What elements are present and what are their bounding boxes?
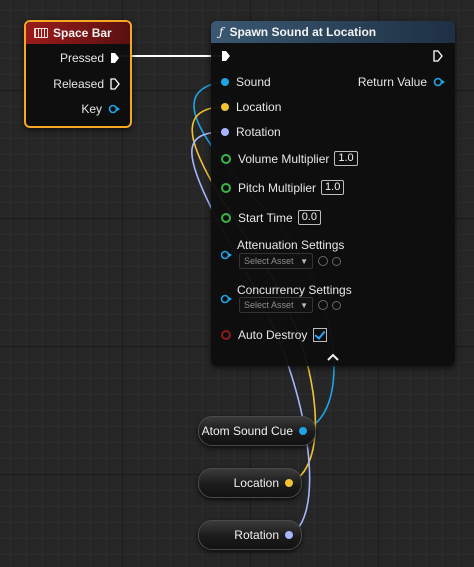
keyboard-icon: [34, 28, 48, 38]
rotation-variable[interactable]: Rotation: [198, 520, 302, 550]
rotation-row: Rotation: [221, 125, 281, 139]
volume-label: Volume Multiplier: [238, 151, 330, 166]
volume-row: Volume Multiplier 1.0: [221, 151, 358, 166]
spawn-sound-header[interactable]: ƒ Spawn Sound at Location: [211, 21, 455, 43]
location-variable[interactable]: Location: [198, 468, 302, 498]
rotation-variable-label: Rotation: [234, 528, 279, 542]
location-row: Location: [221, 100, 281, 114]
atom-sound-cue-variable[interactable]: Atom Sound Cue: [198, 416, 316, 446]
search-icon[interactable]: [332, 256, 341, 266]
auto-destroy-pin[interactable]: [221, 330, 231, 340]
start-time-input[interactable]: 0.0: [297, 210, 321, 225]
return-value-pin[interactable]: [433, 77, 445, 87]
sound-label: Sound: [236, 75, 271, 89]
exec-out-pin[interactable]: [433, 50, 443, 62]
space-bar-header[interactable]: Space Bar: [26, 22, 130, 44]
sound-pin[interactable]: [221, 78, 229, 86]
function-icon: ƒ: [219, 25, 224, 39]
concurrency-label: Concurrency Settings: [237, 283, 352, 297]
attenuation-select-asset[interactable]: Select Asset ▼: [239, 253, 313, 269]
key-struct-pin[interactable]: [108, 104, 120, 114]
attenuation-label: Attenuation Settings: [237, 238, 345, 252]
start-time-pin[interactable]: [221, 212, 231, 223]
attenuation-select-label: Select Asset: [244, 256, 294, 266]
rotation-label: Rotation: [236, 125, 281, 139]
pitch-label: Pitch Multiplier: [238, 180, 317, 195]
location-label: Location: [236, 100, 282, 114]
space-bar-node[interactable]: Space Bar Pressed Released Key: [24, 20, 132, 128]
concurrency-label-row: Concurrency Settings: [237, 283, 352, 297]
exec-in-pin[interactable]: [221, 50, 231, 62]
use-selected-icon[interactable]: [318, 256, 328, 266]
use-selected-icon[interactable]: [318, 300, 328, 310]
auto-destroy-checkbox[interactable]: [313, 328, 328, 342]
auto-destroy-label: Auto Destroy: [238, 328, 308, 342]
sound-row: Sound: [221, 75, 271, 89]
space-bar-title: Space Bar: [53, 26, 112, 40]
key-row: Key: [81, 102, 120, 116]
location-variable-label: Location: [233, 476, 279, 490]
checkmark-icon: [314, 328, 326, 340]
attenuation-asset-picker: Select Asset ▼: [239, 253, 341, 269]
pressed-row: Pressed: [60, 51, 120, 65]
auto-destroy-row: Auto Destroy: [221, 328, 328, 342]
pitch-pin[interactable]: [221, 182, 231, 193]
spawn-sound-title: Spawn Sound at Location: [229, 25, 377, 39]
rotation-pin[interactable]: [221, 128, 229, 136]
location-pin[interactable]: [221, 103, 229, 111]
volume-pin[interactable]: [221, 153, 231, 164]
return-value-label: Return Value: [357, 75, 427, 89]
atom-sound-cue-label: Atom Sound Cue: [201, 424, 293, 438]
start-time-row: Start Time 0.0: [221, 210, 321, 225]
released-exec-pin[interactable]: [110, 78, 120, 90]
concurrency-select-asset[interactable]: Select Asset ▼: [239, 297, 313, 313]
rotation-variable-pin[interactable]: [285, 531, 293, 539]
concurrency-select-label: Select Asset: [244, 300, 294, 310]
released-row: Released: [53, 77, 120, 91]
concurrency-pin[interactable]: [220, 294, 232, 304]
search-icon[interactable]: [332, 300, 341, 310]
spawn-sound-node[interactable]: ƒ Spawn Sound at Location Sound Return V…: [211, 21, 455, 366]
released-label: Released: [53, 77, 104, 91]
volume-input[interactable]: 1.0: [334, 151, 358, 166]
pitch-row: Pitch Multiplier 1.0: [221, 180, 345, 195]
concurrency-asset-picker: Select Asset ▼: [239, 297, 341, 313]
pressed-exec-pin[interactable]: [110, 52, 120, 64]
attenuation-pin[interactable]: [220, 250, 232, 260]
chevron-down-icon: ▼: [300, 256, 308, 266]
chevron-up-icon[interactable]: [327, 353, 339, 361]
atom-sound-cue-pin[interactable]: [299, 427, 307, 435]
return-value-row: Return Value: [358, 75, 445, 89]
key-label: Key: [81, 102, 102, 116]
location-variable-pin[interactable]: [285, 479, 293, 487]
attenuation-label-row: Attenuation Settings: [237, 238, 344, 252]
start-time-label: Start Time: [238, 210, 293, 225]
pressed-label: Pressed: [59, 51, 104, 65]
chevron-down-icon: ▼: [300, 300, 308, 310]
pitch-input[interactable]: 1.0: [321, 180, 345, 195]
